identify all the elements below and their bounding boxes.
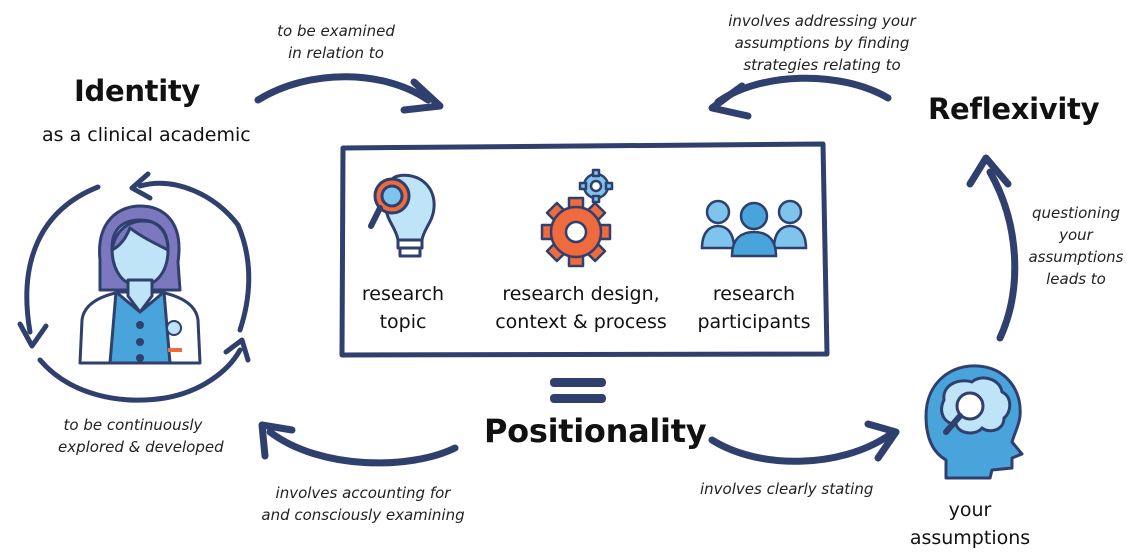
box-item-research-design: research design, context & process — [488, 280, 674, 336]
box-item-label-line1: research design, — [502, 283, 660, 305]
identity-loop-top-arc — [137, 180, 252, 333]
gears-icon — [540, 168, 614, 268]
addressing-note-line2: assumptions by finding — [734, 34, 910, 52]
positionality-title: Positionality — [484, 412, 707, 450]
addressing-note: involves addressing your assumptions by … — [724, 10, 920, 76]
people-group-icon — [700, 199, 808, 258]
addressing-note-line1: involves addressing your — [728, 12, 916, 30]
accounting-note: involves accounting for and consciously … — [258, 482, 468, 526]
equals-sign — [550, 378, 606, 403]
arrow-reflexivity-to-box — [714, 74, 892, 106]
examined-note-line1: to be examined — [277, 22, 395, 40]
reflexivity-title: Reflexivity — [928, 92, 1100, 126]
box-item-label-line2: context & process — [495, 311, 667, 333]
box-item-label-line2: topic — [379, 311, 427, 333]
examined-note-line2: in relation to — [288, 44, 384, 62]
box-item-research-topic: research topic — [342, 280, 464, 336]
accounting-note-line2: and consciously examining — [261, 506, 465, 524]
identity-loop-note-line1: to be continuously — [63, 416, 203, 434]
examined-note: to be examined in relation to — [266, 20, 406, 64]
assumptions-label-line2: assumptions — [909, 527, 1031, 549]
accounting-note-line1: involves accounting for — [275, 484, 451, 502]
arrow-assumptions-to-reflexivity — [986, 168, 1019, 342]
head-brain-magnifier-icon — [924, 364, 1024, 480]
identity-title: Identity — [74, 74, 201, 108]
questioning-note: questioning your assumptions leads to — [1024, 202, 1127, 290]
addressing-note-line3: strategies relating to — [743, 56, 901, 74]
magnifier-lightbulb-icon — [368, 173, 436, 258]
assumptions-label: your assumptions — [902, 496, 1038, 552]
questioning-note-line4: leads to — [1046, 270, 1106, 288]
box-item-label-line1: research — [712, 283, 796, 305]
arrow-positionality-to-identity — [266, 428, 459, 467]
questioning-note-line1: questioning — [1031, 204, 1120, 222]
assumptions-label-line1: your — [948, 499, 992, 521]
arrow-identity-to-box — [254, 73, 432, 104]
questioning-note-line2: your — [1059, 226, 1093, 244]
identity-loop-left-arc — [24, 184, 101, 335]
identity-loop-note: to be continuously explored & developed — [58, 414, 224, 458]
central-box-frame — [339, 141, 830, 358]
box-item-label-line1: research — [361, 283, 445, 305]
identity-loop-note-line2: explored & developed — [58, 438, 224, 456]
questioning-note-line3: assumptions — [1028, 248, 1124, 266]
stating-note: involves clearly stating — [700, 480, 874, 498]
box-item-research-participants: research participants — [690, 280, 818, 336]
arrow-positionality-to-assumptions — [708, 432, 892, 465]
identity-subtitle: as a clinical academic — [42, 124, 251, 146]
identity-loop-bottom-arc — [37, 347, 243, 403]
clinician-avatar-icon — [78, 204, 202, 365]
box-item-label-line2: participants — [697, 311, 811, 333]
